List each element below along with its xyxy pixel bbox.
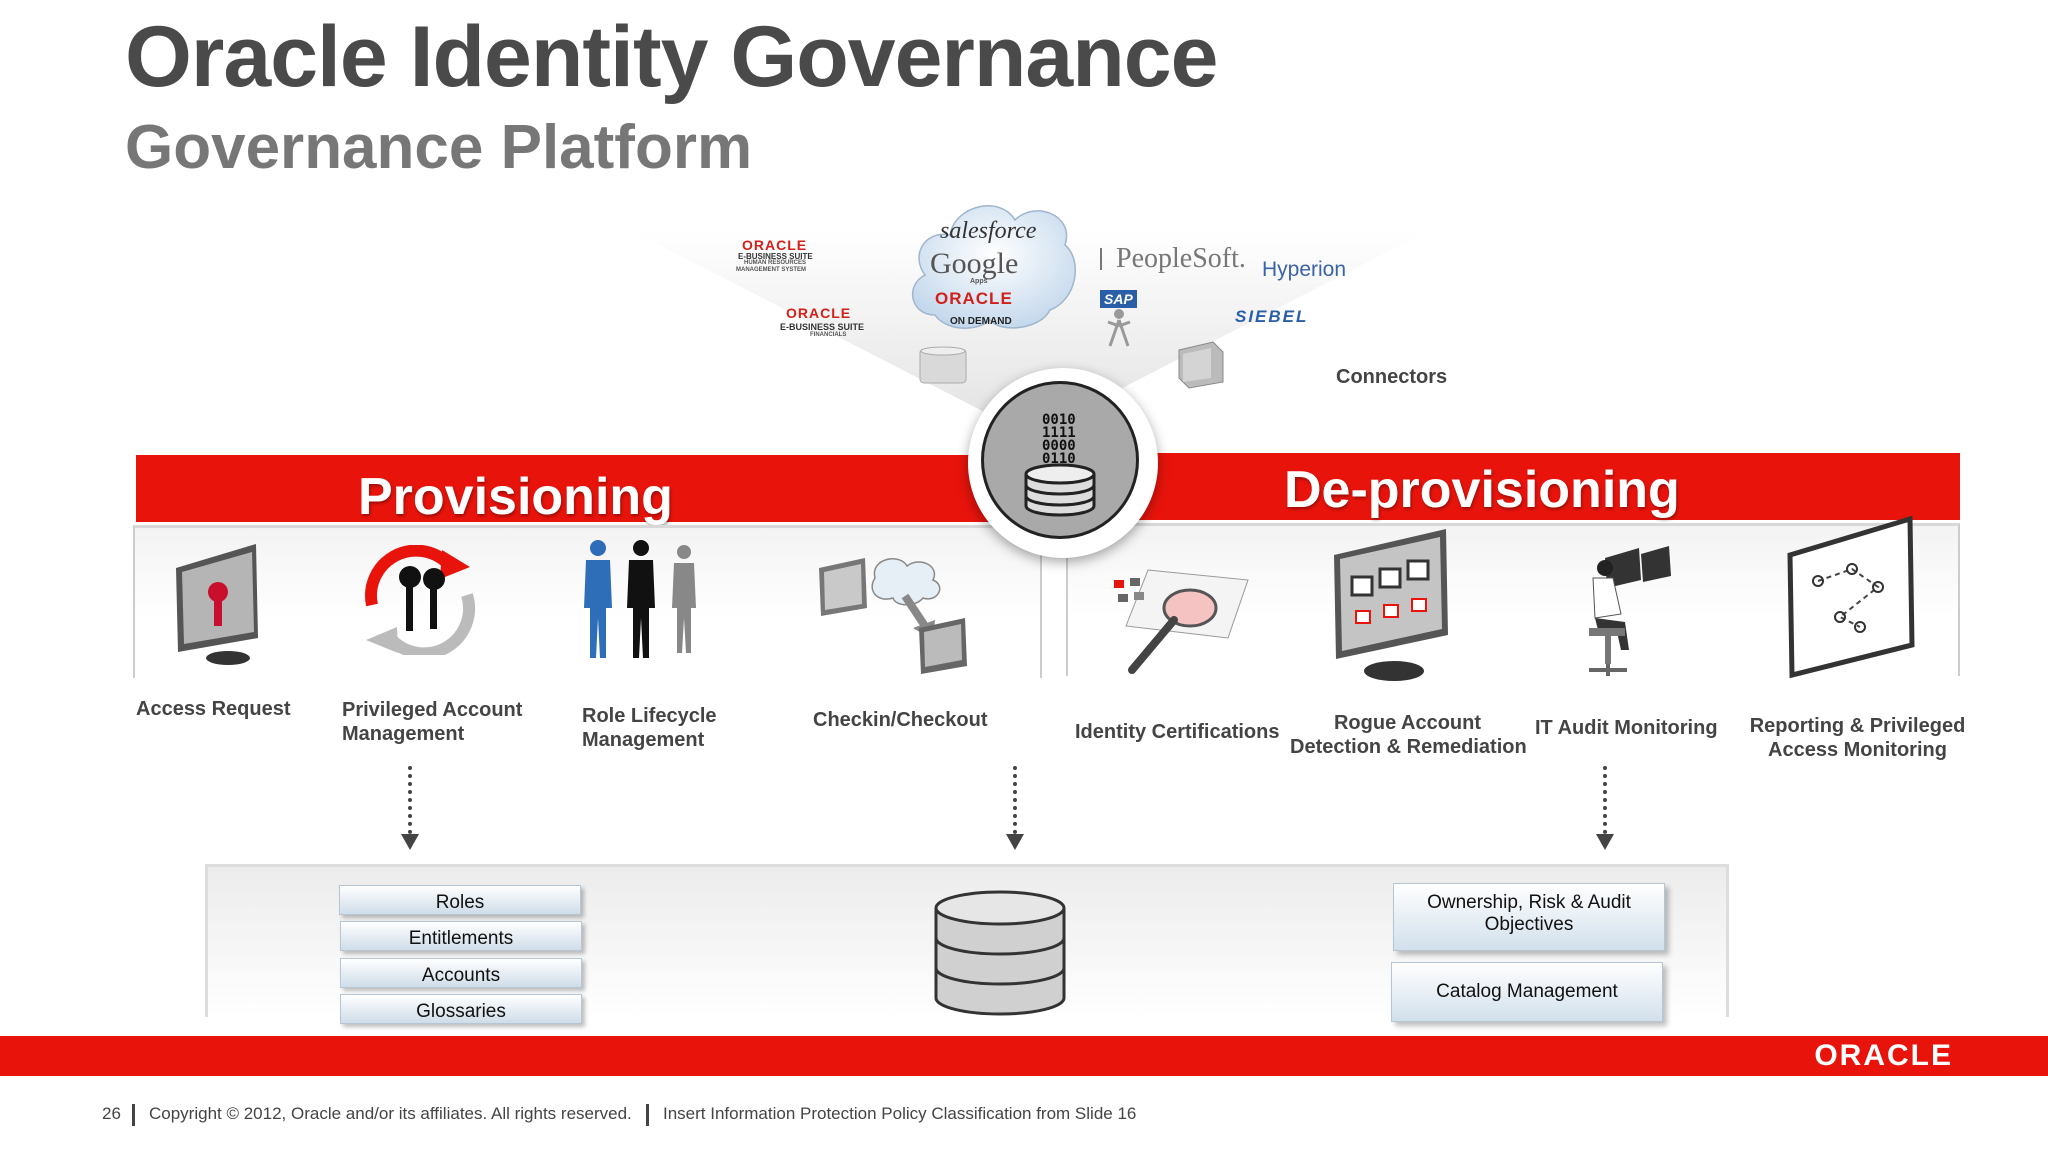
rogue-account-line2: Detection & Remediation (1290, 736, 1527, 758)
person-icon (1107, 309, 1131, 347)
database-icon (934, 890, 1066, 1016)
identity-certifications-label: Identity Certifications (1075, 720, 1279, 744)
connectors-label: Connectors (1336, 366, 1448, 388)
checkin-checkout-line1: Checkin/Checkout (813, 709, 988, 731)
page-number: 26 (102, 1104, 121, 1123)
privileged-account-line1: Privileged Account (342, 699, 523, 721)
rogue-account-label: Rogue Account Detection & Remediation (1290, 711, 1527, 759)
hub-bits-row-3: 0000 (1042, 438, 1076, 454)
objectives-box: Ownership, Risk & Audit Objectives (1393, 883, 1665, 951)
deprovisioning-bar (1060, 453, 1960, 520)
privileged-account-line2: Management (342, 723, 465, 745)
provisioning-heading: Provisioning (358, 468, 673, 526)
footer-separator-1 (132, 1104, 135, 1126)
stack-item-entitlements: Entitlements (340, 921, 582, 951)
footer-red-bar (0, 1036, 2048, 1076)
peoplesoft-divider (1100, 248, 1102, 270)
arrow-right-head (1596, 834, 1614, 850)
oracle-on-demand-logo: ORACLE (935, 289, 1013, 308)
hub-bits-row-2: 1111 (1042, 425, 1076, 441)
google-apps-label: Apps (970, 278, 988, 285)
role-lifecycle-label: Role Lifecycle Management (582, 704, 717, 752)
arrow-left-shaft (408, 766, 416, 834)
catalog-management-box: Catalog Management (1391, 962, 1663, 1022)
peoplesoft-logo: PeopleSoft. (1116, 243, 1246, 274)
certification-magnifier-icon (1114, 569, 1249, 674)
people-silhouettes-icon (584, 540, 696, 658)
server-icon (919, 346, 967, 384)
role-lifecycle-line2: Management (582, 729, 705, 751)
it-audit-line1: IT Audit Monitoring (1535, 717, 1718, 739)
it-audit-label: IT Audit Monitoring (1535, 716, 1718, 740)
ebs-fin-line2: FINANCIALS (810, 332, 847, 338)
access-request-label: Access Request (136, 697, 291, 721)
privileged-account-label: Privileged Account Management (342, 698, 522, 746)
arrow-center-head (1006, 834, 1024, 850)
copyright-text: Copyright © 2012, Oracle and/or its affi… (149, 1104, 632, 1123)
ebs-hr-line2: HUMAN RESOURCES (744, 260, 807, 266)
oracle-ebs-fin-logo: ORACLE (786, 305, 852, 321)
privileged-keys-icon (365, 545, 475, 655)
cloud-icon (911, 205, 1077, 329)
hub-bits-row-4: 0110 (1042, 451, 1076, 467)
salesforce-logo: salesforce (940, 218, 1037, 244)
ebs-fin-line1: E-BUSINESS SUITE (780, 322, 865, 332)
reporting-label: Reporting & Privileged Access Monitoring (1740, 714, 1975, 762)
access-request-line1: Access Request (136, 698, 291, 720)
stack-item-glossaries: Glossaries (340, 994, 582, 1024)
arrow-right-shaft (1603, 766, 1611, 834)
stack-item-accounts: Accounts (340, 958, 582, 988)
ebs-hr-line1: E-BUSINESS SUITE (738, 252, 813, 261)
ebs-hr-line3: MANAGEMENT SYSTEM (736, 267, 807, 273)
reporting-line1: Reporting & Privileged (1749, 715, 1966, 737)
provisioning-bar (136, 455, 1036, 522)
stack-item-roles: Roles (339, 885, 581, 915)
checkin-checkout-label: Checkin/Checkout (813, 708, 987, 732)
page-title: Oracle Identity Governance (125, 9, 1218, 105)
reporting-whiteboard-icon (1787, 515, 1915, 679)
deprovisioning-heading: De-provisioning (1284, 461, 1680, 519)
classification-text: Insert Information Protection Policy Cla… (663, 1104, 1137, 1123)
monitor-icon (1178, 341, 1224, 389)
on-demand-label: ON DEMAND (950, 316, 1012, 327)
role-lifecycle-line1: Role Lifecycle (582, 705, 717, 727)
oracle-ebs-hr-logo: ORACLE (742, 237, 808, 253)
objectives-line1: Ownership, Risk & Audit (1427, 892, 1631, 913)
page-subtitle: Governance Platform (125, 113, 753, 182)
audit-operator-icon (1589, 546, 1671, 676)
arrow-left-head (401, 834, 419, 850)
hub-bits-row-1: 0010 (1042, 412, 1076, 428)
hyperion-logo: Hyperion (1262, 258, 1347, 281)
siebel-logo: SIEBEL (1235, 307, 1309, 326)
sap-logo: SAP (1100, 290, 1137, 308)
access-request-monitor-icon (176, 544, 258, 665)
identity-certifications-line1: Identity Certifications (1075, 721, 1280, 743)
oracle-logo: ORACLE (1814, 1039, 1953, 1072)
arrow-center-shaft (1013, 766, 1021, 834)
rogue-account-monitor-icon (1334, 529, 1448, 681)
footer-separator-2 (646, 1104, 649, 1126)
checkin-checkout-icon (819, 558, 967, 674)
google-logo: Google (930, 247, 1019, 280)
rogue-account-line1: Rogue Account (1333, 712, 1482, 734)
reporting-line2: Access Monitoring (1768, 739, 1947, 761)
objectives-line2: Objectives (1484, 914, 1574, 935)
